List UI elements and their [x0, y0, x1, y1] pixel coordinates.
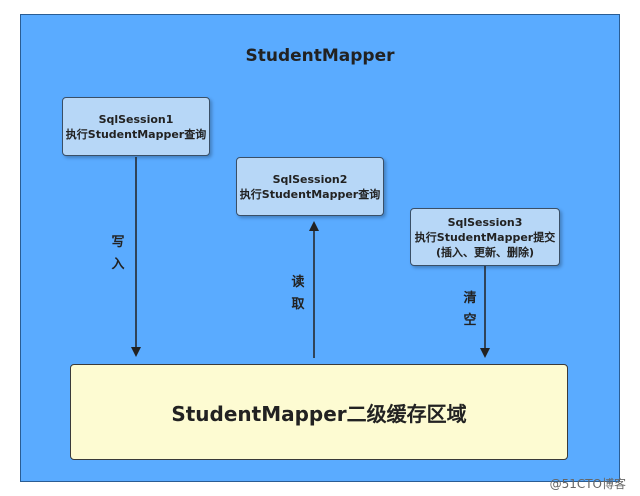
clear-label: 清 空	[463, 291, 477, 328]
cache-label: StudentMapper二级缓存区域	[171, 401, 467, 426]
sqlsession1-name: SqlSession1	[98, 112, 174, 126]
second-level-cache-area: StudentMapper二级缓存区域	[70, 364, 568, 460]
sqlsession3-name: SqlSession3	[447, 215, 523, 229]
sqlsession2-action: 执行StudentMapper查询	[239, 187, 381, 201]
sqlsession2-box: SqlSession2 执行StudentMapper查询	[236, 157, 384, 216]
watermark: @51CTO博客	[549, 477, 626, 491]
sqlsession2-name: SqlSession2	[272, 172, 348, 186]
diagram-title: StudentMapper	[245, 46, 395, 66]
sqlsession1-box: SqlSession1 执行StudentMapper查询	[62, 97, 210, 156]
sqlsession3-extra: (插入、更新、删除)	[435, 245, 535, 259]
sqlsession3-action: 执行StudentMapper提交	[414, 230, 556, 244]
write-label: 写 入	[111, 235, 125, 272]
sqlsession3-box: SqlSession3 执行StudentMapper提交 (插入、更新、删除)	[410, 208, 560, 266]
read-label: 读 取	[291, 275, 305, 312]
sqlsession1-action: 执行StudentMapper查询	[65, 127, 207, 141]
